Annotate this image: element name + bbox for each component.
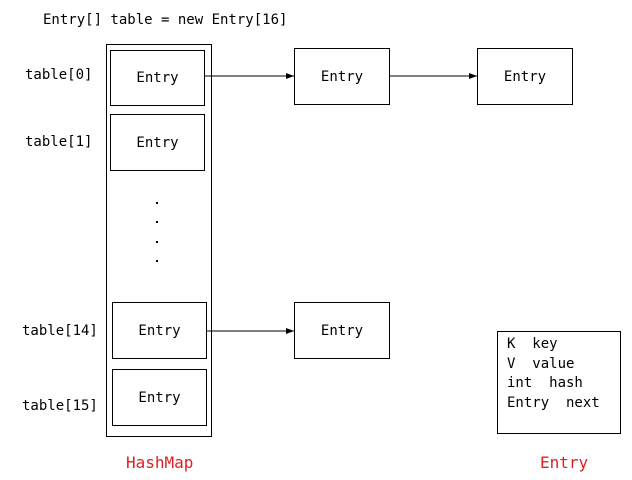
entry-slot-1-label: Entry — [136, 134, 179, 151]
chain-entry-0-1-label: Entry — [320, 68, 364, 85]
hashmap-array-container — [106, 44, 212, 437]
entry-field-key: K key — [507, 336, 558, 352]
entry-field-next: Entry next — [507, 394, 600, 411]
chain-entry-0-1: Entry — [294, 48, 390, 105]
hashmap-caption: HashMap — [126, 453, 194, 472]
index-label-0: table[0] — [25, 67, 93, 83]
entry-slot-14-label: Entry — [138, 322, 181, 339]
entry-slot-1: Entry — [110, 114, 205, 171]
entry-field-hash: int hash — [507, 375, 583, 391]
entry-slot-15: Entry — [112, 369, 207, 426]
index-label-15: table[15] — [22, 398, 98, 414]
ellipsis-dot-2 — [156, 221, 158, 223]
array-declaration: Entry[] table = new Entry[16] — [43, 12, 288, 28]
entry-slot-0-label: Entry — [136, 70, 179, 86]
chain-entry-0-2: Entry — [477, 48, 573, 105]
ellipsis-dot-3 — [156, 241, 158, 243]
entry-field-value: V value — [507, 355, 575, 372]
entry-slot-15-label: Entry — [138, 389, 181, 406]
entry-fields-legend: K key V value int hash Entry next — [497, 331, 621, 434]
chain-entry-14-1-label: Entry — [320, 322, 364, 339]
entry-caption: Entry — [540, 453, 589, 472]
entry-slot-0: Entry — [110, 50, 205, 106]
chain-entry-0-2-label: Entry — [503, 68, 547, 85]
index-label-1: table[1] — [25, 134, 93, 150]
index-label-14: table[14] — [22, 323, 98, 339]
ellipsis-dot-1 — [156, 202, 158, 204]
ellipsis-dot-4 — [156, 260, 158, 262]
chain-entry-14-1: Entry — [294, 302, 390, 359]
entry-slot-14: Entry — [112, 302, 207, 359]
